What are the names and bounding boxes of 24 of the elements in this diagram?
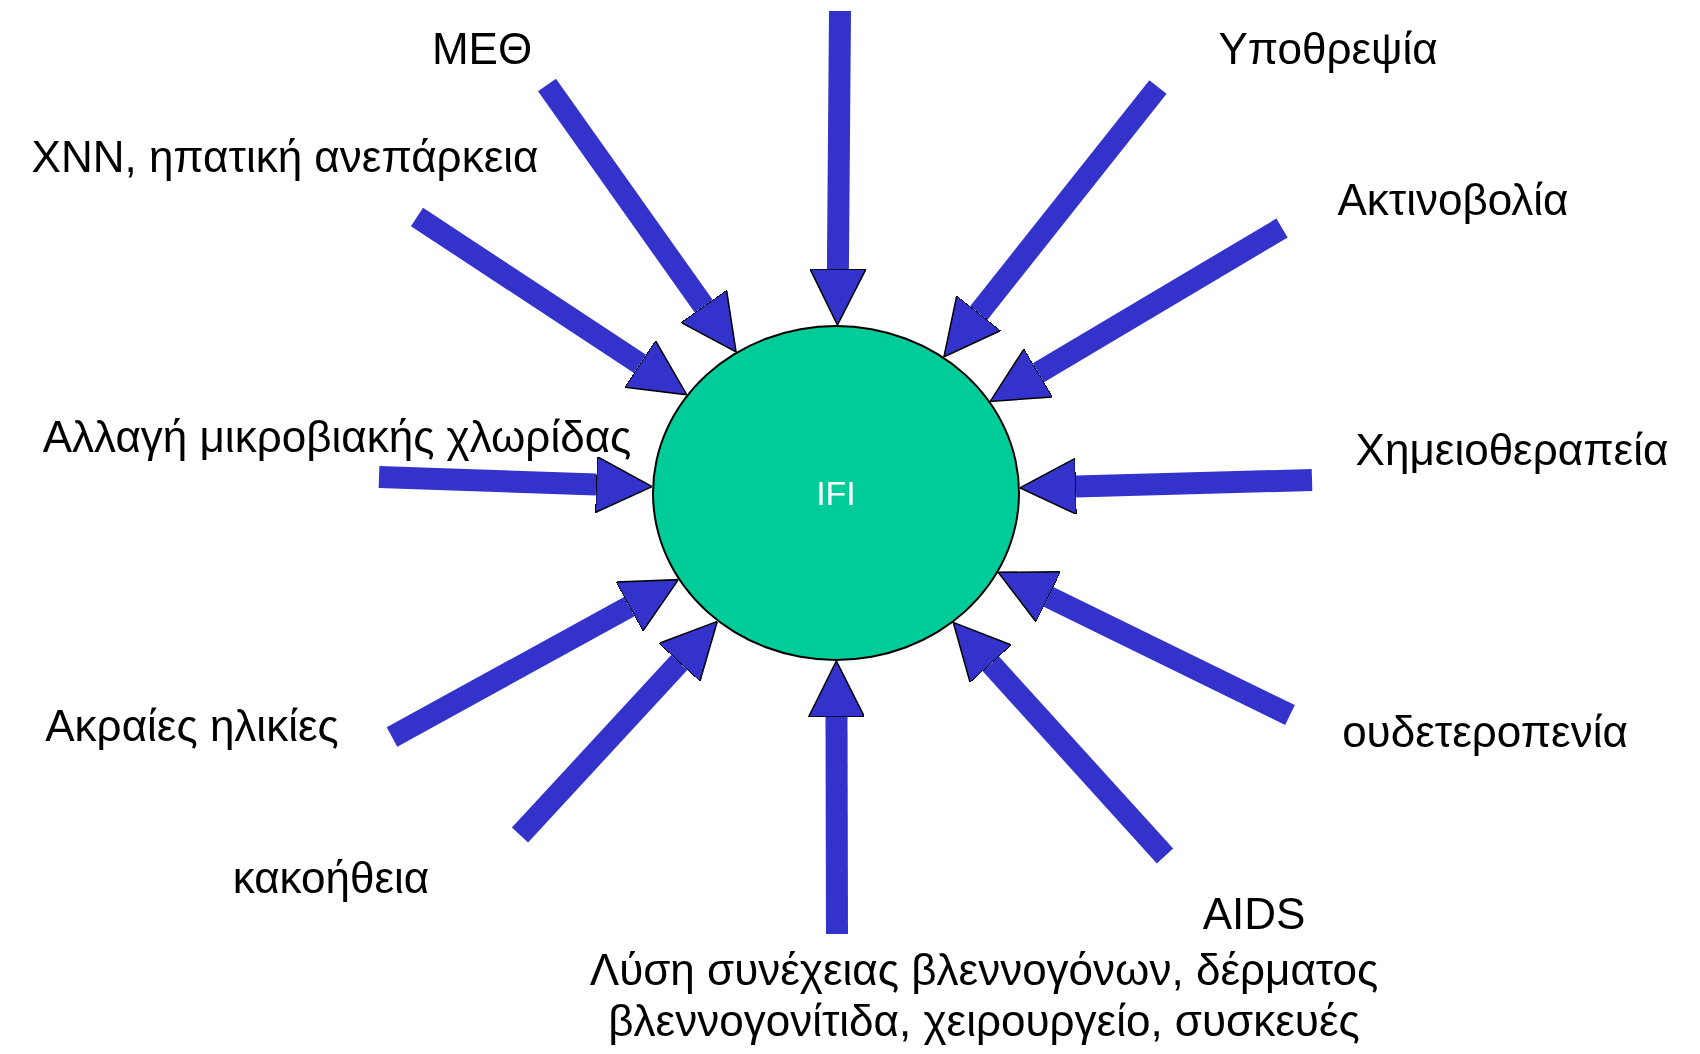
factor-label: κακοήθεια bbox=[232, 852, 430, 904]
arrow bbox=[807, 660, 866, 935]
arrow bbox=[952, 621, 1174, 864]
factor-label: AIDS bbox=[1202, 888, 1306, 940]
arrow bbox=[378, 455, 653, 514]
factor-label: Ακτινοβολία bbox=[1337, 174, 1569, 226]
arrow bbox=[989, 218, 1288, 403]
arrow bbox=[943, 80, 1167, 358]
arrow bbox=[386, 578, 680, 747]
factor-label: Χημειοθεραπεία bbox=[1355, 424, 1669, 476]
arrow bbox=[410, 207, 688, 396]
arrow bbox=[1019, 457, 1313, 516]
factor-label: Λύση συνέχειας βλεννογόνων, δέρματος βλεννογονίτιδα, χειρουργείο, συσκευές bbox=[534, 945, 1434, 1047]
arrow bbox=[997, 571, 1295, 725]
factor-label: ΧΝΝ, ηπατική ανεπάρκεια bbox=[31, 131, 539, 183]
arrow bbox=[809, 10, 867, 326]
factor-label: Αλλαγή μικροβιακής χλωρίδας bbox=[42, 411, 632, 463]
factor-label: Ακραίες ηλικίες bbox=[45, 700, 339, 752]
node-label: IFI bbox=[816, 473, 856, 513]
factor-label: ΜΕΘ bbox=[431, 23, 533, 75]
factor-label: Υποθρεψία bbox=[1218, 23, 1438, 75]
arrow bbox=[511, 620, 719, 843]
arrow bbox=[538, 78, 737, 353]
factor-label: ουδετεροπενία bbox=[1342, 706, 1628, 758]
